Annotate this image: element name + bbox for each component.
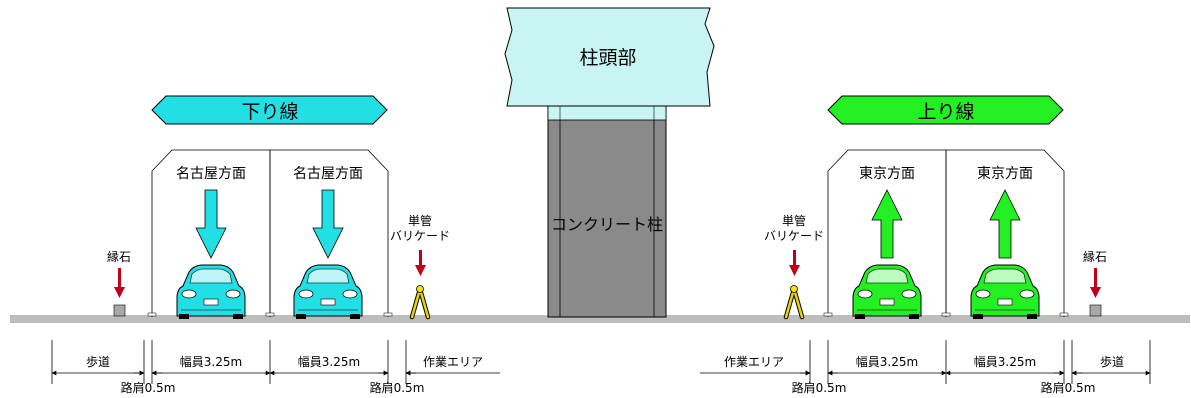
up-line-badge: 上り線 — [827, 95, 1064, 125]
svg-text:単管: 単管 — [782, 213, 806, 228]
svg-text:下り線: 下り線 — [241, 101, 298, 123]
up-dim-lane-2: 幅員3.25m — [974, 354, 1036, 369]
column-label: コンクリート柱 — [551, 215, 663, 234]
up-arrow-1-icon — [871, 189, 903, 259]
down-line-badge: 下り線 — [151, 95, 388, 125]
up-dim-shoulder-2: 路肩0.5m — [1041, 380, 1096, 395]
down-lane-2: 名古屋方面 — [269, 149, 389, 320]
up-dimensions — [700, 340, 1151, 384]
concrete-column — [547, 105, 667, 318]
svg-text:縁石: 縁石 — [1083, 249, 1107, 264]
up-dim-sidewalk: 歩道 — [1100, 354, 1124, 369]
down-curb-marker: 縁石 — [107, 249, 131, 317]
down-dim-work-area: 作業エリア — [423, 355, 483, 369]
down-arrow-2-icon — [312, 189, 344, 259]
svg-text:上り線: 上り線 — [917, 101, 974, 123]
up-lane-1-direction: 東京方面 — [859, 166, 915, 182]
svg-text:縁石: 縁石 — [107, 249, 131, 264]
down-car-2-icon — [293, 264, 363, 320]
down-lane-2-direction: 名古屋方面 — [293, 166, 363, 182]
pier-capital-label: 柱頭部 — [579, 47, 636, 69]
up-lane-edge-2 — [941, 312, 951, 317]
down-barricade: 単管 バリケード — [390, 213, 450, 317]
road-surface — [10, 315, 1190, 323]
svg-text:単管: 単管 — [408, 213, 432, 228]
pier-capital — [504, 7, 715, 107]
up-lane-2-direction: 東京方面 — [977, 166, 1033, 182]
svg-text:バリケード: バリケード — [764, 229, 824, 243]
down-lane-edge-2 — [265, 312, 275, 317]
up-lane-edge-3 — [1059, 312, 1069, 317]
up-curb-marker: 縁石 — [1083, 249, 1107, 317]
down-dimensions — [51, 340, 500, 384]
down-dim-shoulder-1: 路肩0.5m — [121, 380, 176, 395]
down-barricade-icon — [412, 286, 428, 318]
down-lane-1: 名古屋方面 — [151, 149, 271, 320]
up-car-1-icon — [852, 264, 922, 320]
down-dim-shoulder-2: 路肩0.5m — [370, 380, 425, 395]
down-dim-sidewalk: 歩道 — [86, 354, 110, 369]
up-lane-1: 東京方面 — [827, 149, 947, 320]
down-car-1-icon — [176, 264, 246, 320]
down-dim-lane-2: 幅員3.25m — [298, 354, 360, 369]
up-lane-2: 東京方面 — [945, 149, 1065, 320]
up-arrow-2-icon — [989, 189, 1021, 259]
up-lane-edge-1 — [823, 312, 833, 317]
svg-text:バリケード: バリケード — [390, 229, 450, 243]
down-lane-1-direction: 名古屋方面 — [176, 166, 246, 182]
down-lane-edge-3 — [383, 312, 393, 317]
up-dim-lane-1: 幅員3.25m — [856, 354, 918, 369]
down-dim-lane-1: 幅員3.25m — [180, 354, 242, 369]
up-car-2-icon — [970, 264, 1040, 320]
up-barricade: 単管 バリケード — [764, 213, 824, 317]
down-lane-edge-1 — [147, 312, 157, 317]
down-arrow-1-icon — [195, 189, 227, 259]
up-dim-work-area: 作業エリア — [724, 355, 784, 369]
up-barricade-icon — [786, 286, 802, 318]
up-dim-shoulder-1: 路肩0.5m — [792, 380, 847, 395]
